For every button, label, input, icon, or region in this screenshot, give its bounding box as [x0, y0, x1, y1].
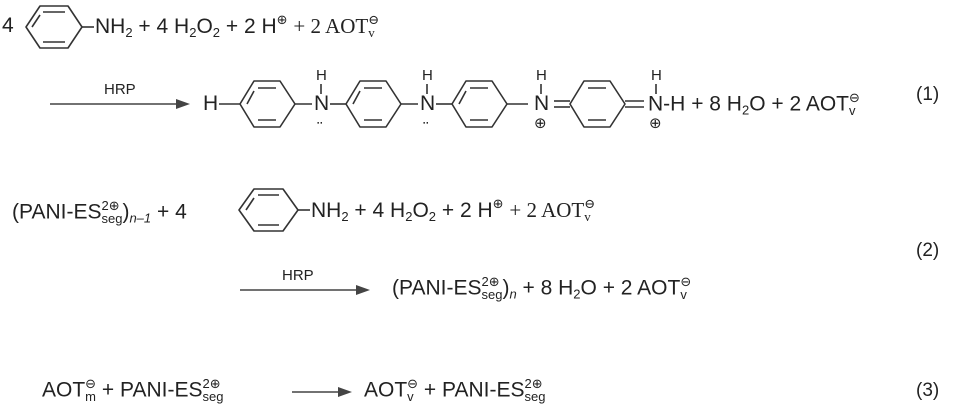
- arrow-head: [338, 387, 352, 397]
- negative-charge: ⊖: [85, 376, 97, 391]
- benzene-ring: [238, 188, 299, 232]
- segment-label: seg: [101, 211, 123, 226]
- subscript: 2: [341, 209, 349, 224]
- subscript: m: [85, 389, 97, 404]
- subscript: v: [368, 25, 375, 41]
- peroxide-label: + 4 H: [354, 199, 406, 222]
- charge-label: 2⊕: [202, 376, 221, 391]
- amine-label: NH: [95, 15, 126, 38]
- iminium-n: N-H + 8 H2O + 2 AOT⊖v: [648, 90, 860, 118]
- subscript: 2: [405, 209, 413, 224]
- aot-label: + 2 AOT: [509, 198, 585, 222]
- eq1-coefficient: 4: [2, 14, 14, 37]
- negative-charge: ⊖: [368, 12, 380, 28]
- amine-label: NH: [311, 199, 342, 222]
- eq1-reactants: NH2 + 4 H2O2 + 2 H⊕ + 2 AOT⊖v: [95, 12, 380, 41]
- quinoid-ring: [569, 80, 626, 128]
- chain-end-h: H: [203, 92, 219, 115]
- amine-h: H: [422, 67, 433, 84]
- iminium-n: N: [534, 92, 550, 115]
- aot-label: O + 2 AOT: [749, 92, 849, 116]
- water-label: + 8 H: [522, 276, 574, 300]
- equation-number-2: (2): [916, 240, 940, 261]
- charge-label: 2⊕: [524, 376, 543, 391]
- pani-label: (PANI-ES: [12, 200, 102, 224]
- lone-pair: ∙∙: [422, 114, 429, 131]
- close-paren: ): [502, 276, 510, 300]
- pani-label: (PANI-ES: [392, 276, 482, 300]
- positive-charge: ⊕: [276, 12, 288, 27]
- pani-label: + PANI-ES: [101, 378, 203, 402]
- subscript: 2: [573, 286, 581, 302]
- catalyst-label: HRP: [104, 81, 136, 98]
- equation-number-3: (3): [916, 380, 940, 401]
- segment-label: seg: [524, 389, 546, 404]
- eq2-reactants: NH2 + 4 H2O2 + 2 H⊕ + 2 AOT⊖v: [311, 196, 596, 225]
- amine-h: H: [651, 67, 662, 84]
- repeat-index: n–1: [129, 210, 152, 226]
- n-label: N: [648, 92, 664, 116]
- subscript: v: [407, 389, 414, 404]
- coefficient: + 4: [156, 200, 187, 224]
- negative-charge: ⊖: [407, 376, 419, 391]
- subscript: 2: [212, 25, 221, 40]
- equation-number-1: (1): [916, 84, 940, 105]
- aot-label: O + 2 AOT: [580, 276, 681, 300]
- amine-h: H: [536, 67, 547, 84]
- catalyst-label: HRP: [282, 267, 314, 284]
- positive-charge: ⊕: [492, 196, 504, 211]
- subscript: 2: [125, 25, 133, 40]
- subscript: 2: [189, 25, 197, 40]
- subscript: v: [584, 209, 591, 225]
- positive-charge: ⊕: [649, 115, 662, 132]
- amine-h: H: [316, 67, 327, 84]
- negative-charge: ⊖: [849, 90, 860, 105]
- aot-label: + 2 AOT: [293, 14, 369, 38]
- close-paren: ): [122, 200, 130, 224]
- benzene-ring: [239, 80, 296, 128]
- aot-label: AOT: [364, 378, 408, 402]
- arrow-head: [356, 285, 370, 295]
- pani-label: + PANI-ES: [423, 378, 525, 402]
- proton-label: + 2 H: [441, 199, 493, 222]
- aot-label: AOT: [42, 378, 86, 402]
- peroxide-label: + 4 H: [138, 15, 190, 38]
- segment-label: seg: [202, 389, 224, 404]
- oxygen-label: O: [412, 199, 429, 222]
- repeat-index: n: [509, 286, 517, 302]
- negative-charge: ⊖: [680, 274, 692, 289]
- benzene-ring: [345, 80, 402, 128]
- arrow-head: [176, 99, 190, 109]
- benzene-ring: [25, 5, 83, 49]
- water-label: + 8 H: [691, 92, 742, 116]
- proton-label: + 2 H: [225, 15, 277, 38]
- subscript: v: [680, 287, 687, 302]
- subscript: 2: [428, 209, 437, 224]
- amine-n: N: [314, 92, 330, 115]
- amine-n: N: [420, 92, 436, 115]
- subscript: v: [849, 103, 856, 118]
- benzene-ring: [451, 80, 508, 128]
- terminal-h: -H: [663, 92, 686, 116]
- subscript: 2: [741, 102, 750, 118]
- oxygen-label: O: [196, 15, 213, 38]
- positive-charge: ⊕: [534, 115, 547, 132]
- charge-label: 2⊕: [101, 198, 120, 213]
- charge-label: 2⊕: [481, 274, 500, 289]
- negative-charge: ⊖: [584, 196, 596, 212]
- lone-pair: ∙∙: [316, 114, 323, 131]
- segment-label: seg: [481, 287, 503, 302]
